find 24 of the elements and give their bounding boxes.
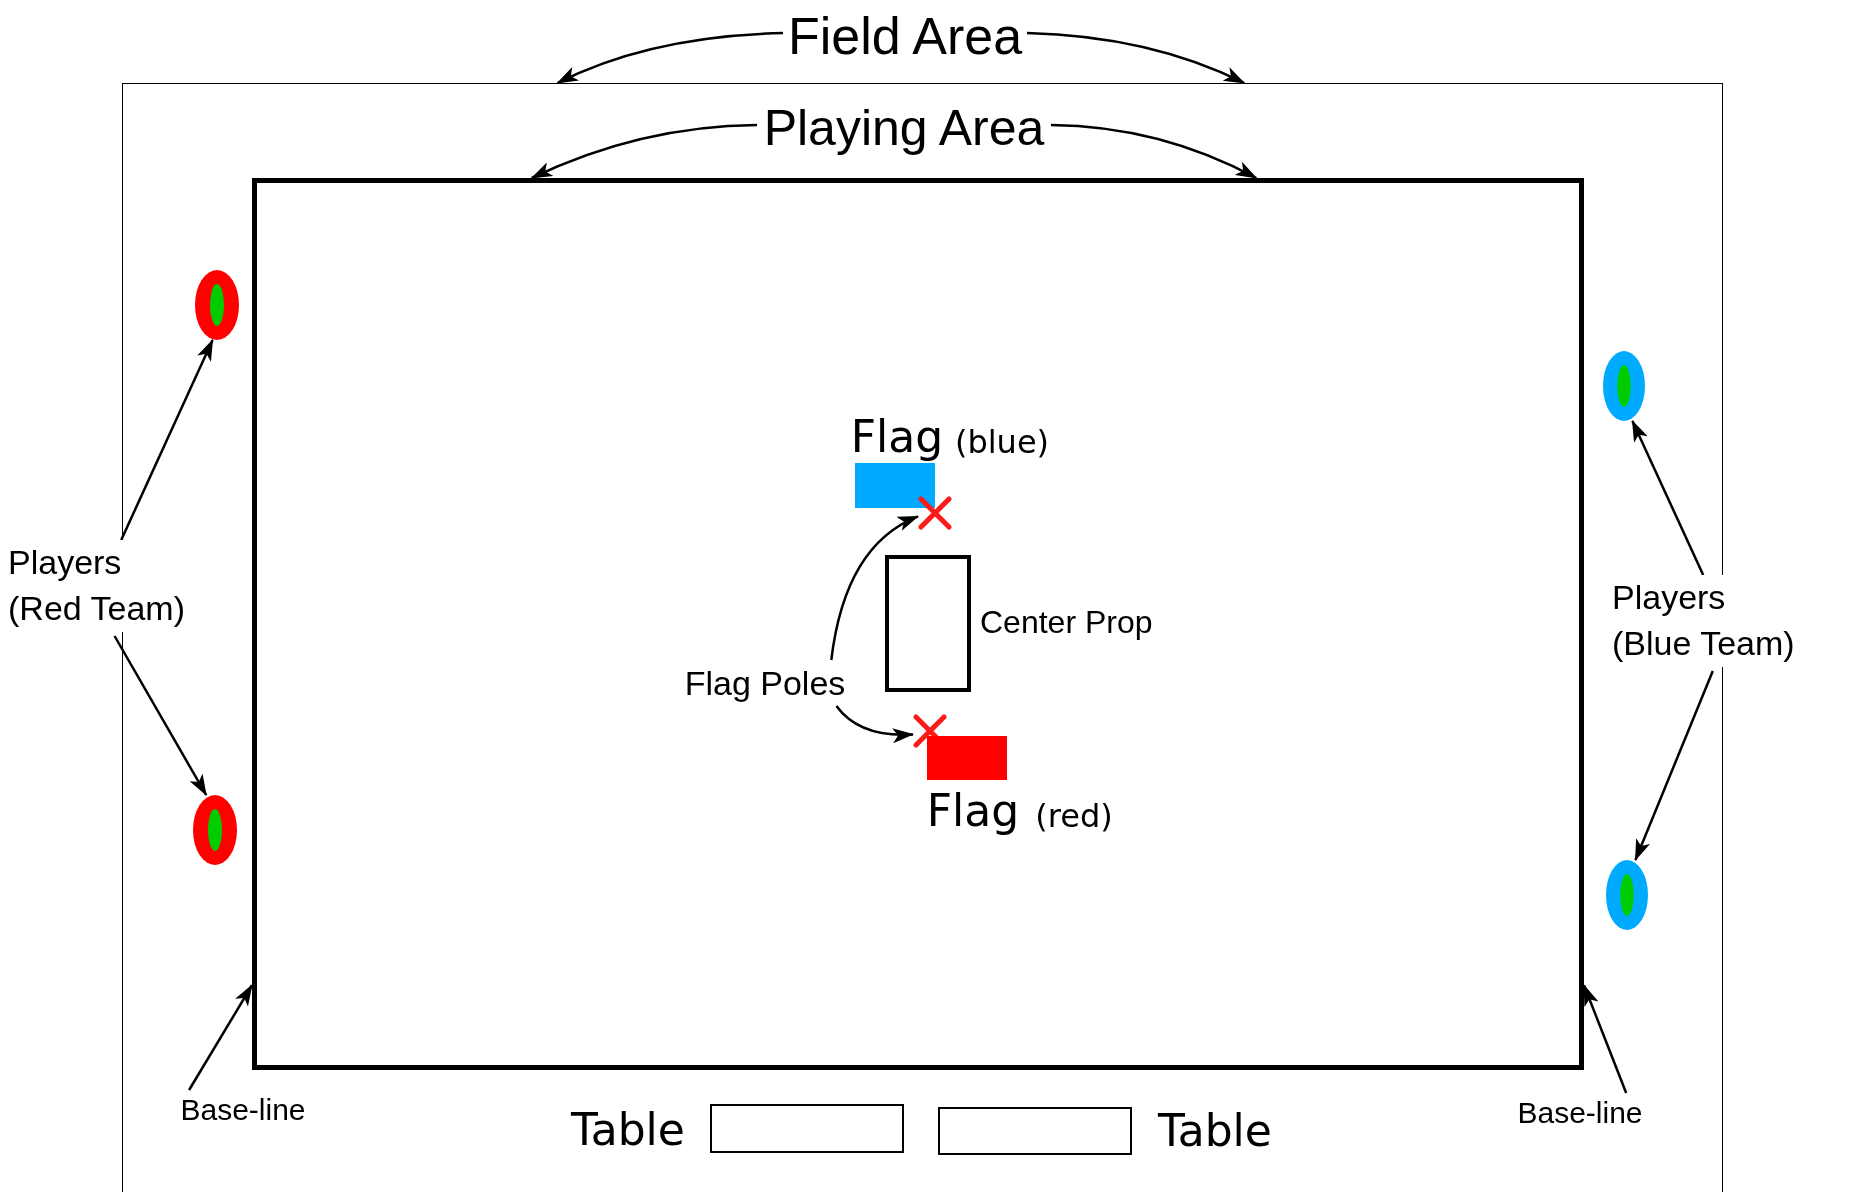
- prop-label: Center Prop: [980, 603, 1154, 642]
- table-label: Table: [570, 1104, 686, 1156]
- arrow: [188, 984, 254, 1091]
- arrow: [113, 635, 208, 796]
- arrow: [835, 705, 915, 743]
- arrow: [1631, 420, 1705, 576]
- flag-color-label: (blue): [953, 422, 1051, 463]
- baseline-label: Base-line: [1516, 1095, 1644, 1131]
- arrow: [530, 123, 758, 180]
- arrow: [1582, 984, 1628, 1094]
- table-label: Table: [1157, 1105, 1273, 1157]
- arrow: [120, 339, 214, 541]
- arrow: [1634, 670, 1714, 861]
- callout-label: Flag Poles: [683, 663, 847, 704]
- arrow: [830, 515, 919, 661]
- arrow: [556, 31, 784, 85]
- baseline-label: Base-line: [179, 1092, 307, 1128]
- flag-label: Flag: [925, 784, 1021, 838]
- flag-label: Flag: [849, 410, 945, 464]
- area-label: Playing Area: [762, 99, 1046, 158]
- arrow: [1050, 123, 1258, 180]
- arrow: [1026, 31, 1246, 85]
- area-label: Field Area: [786, 6, 1024, 66]
- flag-color-label: (red): [1034, 796, 1114, 837]
